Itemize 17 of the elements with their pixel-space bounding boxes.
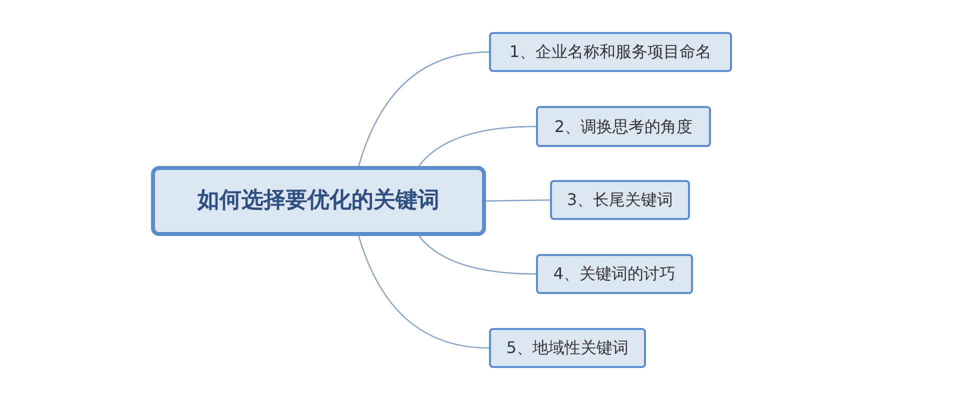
subtopic-box — [489, 328, 646, 368]
connector-line — [486, 199, 550, 202]
central-topic-title: 如何选择要优化的关键词 — [198, 187, 440, 215]
subtopic-box — [536, 254, 693, 294]
subtopic-label: 1、企业名称和服务项目命名 — [509, 42, 712, 62]
connector-line — [358, 236, 490, 349]
subtopic-box — [550, 180, 690, 220]
subtopic-label: 5、地域性关键词 — [506, 338, 629, 358]
subtopic-label: 2、调换思考的角度 — [554, 116, 693, 136]
central-topic-box — [151, 166, 486, 236]
subtopic-label: 4、关键词的讨巧 — [553, 264, 676, 284]
connector-line — [418, 126, 536, 166]
subtopic-box — [489, 32, 732, 72]
connector-line — [418, 236, 536, 275]
connector-line — [358, 51, 490, 166]
subtopic-label: 3、长尾关键词 — [566, 190, 674, 210]
subtopic-box — [536, 106, 711, 147]
